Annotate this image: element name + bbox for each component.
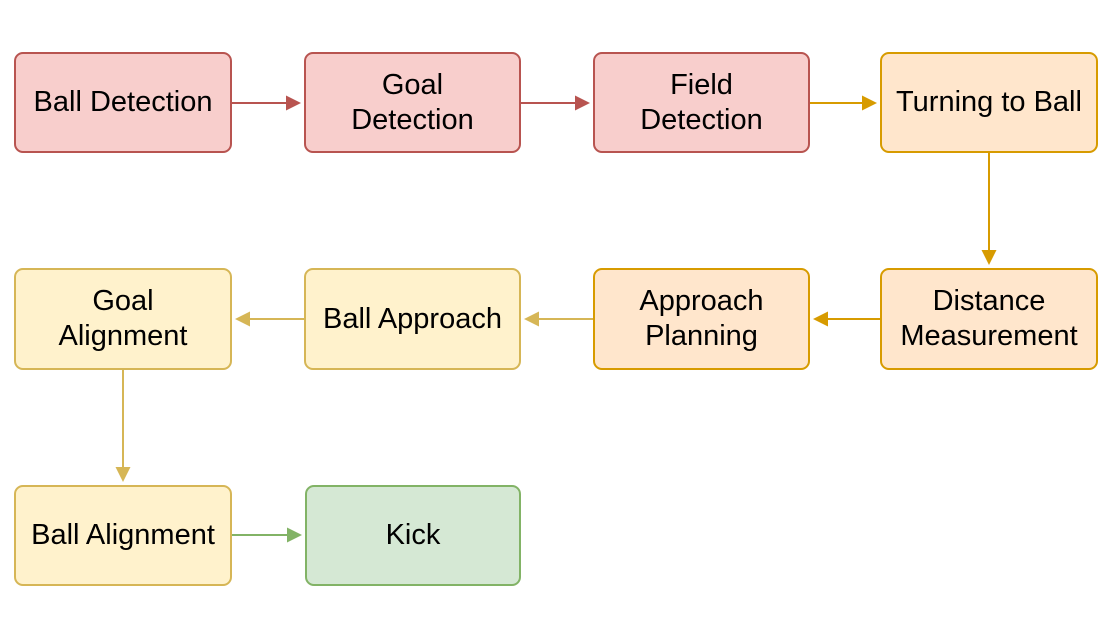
node-goal-detection: Goal Detection (304, 52, 521, 153)
node-distance-measurement-label: Distance Measurement (900, 285, 1078, 352)
node-ball-alignment: Ball Alignment (14, 485, 232, 586)
node-ball-alignment-label: Ball Alignment (31, 519, 215, 552)
node-ball-detection-label: Ball Detection (33, 86, 213, 119)
node-ball-approach: Ball Approach (304, 268, 521, 370)
node-field-detection: Field Detection (593, 52, 810, 153)
node-approach-planning-label: Approach Planning (639, 285, 764, 352)
node-approach-planning: Approach Planning (593, 268, 810, 370)
node-goal-alignment: Goal Alignment (14, 268, 232, 370)
node-turning-to-ball-label: Turning to Ball (896, 86, 1082, 119)
node-field-detection-label: Field Detection (640, 68, 763, 136)
node-goal-alignment-label: Goal Alignment (58, 285, 188, 352)
node-kick-label: Kick (385, 519, 441, 552)
node-distance-measurement: Distance Measurement (880, 268, 1098, 370)
node-ball-approach-label: Ball Approach (323, 302, 502, 335)
node-turning-to-ball: Turning to Ball (880, 52, 1098, 153)
node-goal-detection-label: Goal Detection (351, 68, 474, 136)
node-kick: Kick (305, 485, 521, 586)
node-ball-detection: Ball Detection (14, 52, 232, 153)
